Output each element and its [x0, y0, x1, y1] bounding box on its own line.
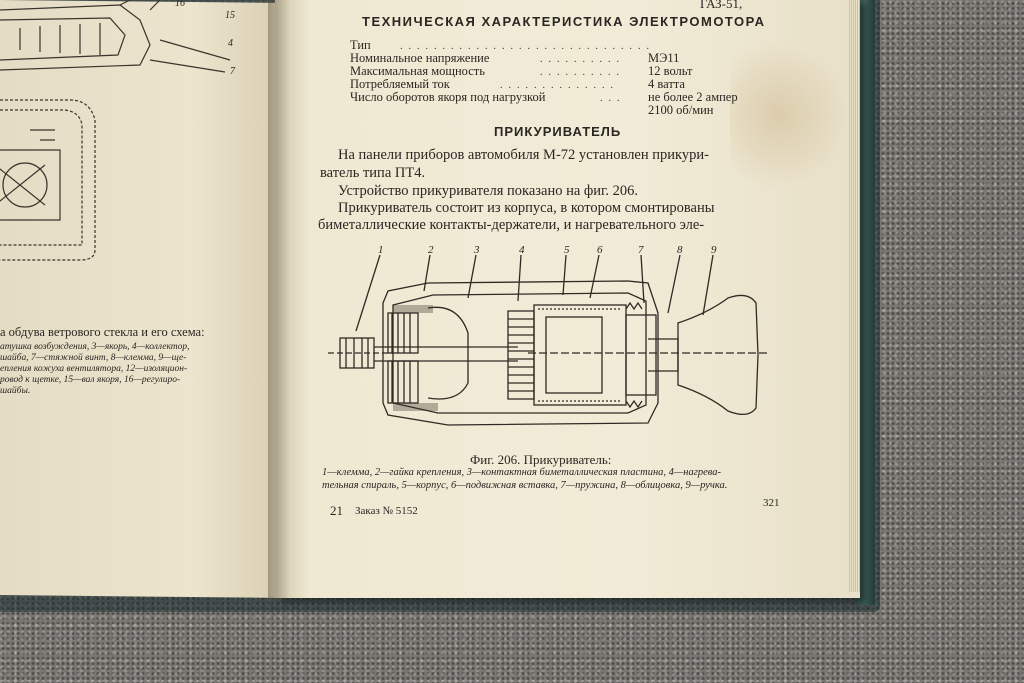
left-legend-line: ровод к щетке, 15—вал якоря, 16—регулиро… [0, 375, 181, 385]
spec-row-value: 12 вольт [648, 64, 693, 78]
left-legend-line: атушка возбуждения, 3—якорь, 4—коллектор… [0, 342, 190, 352]
page-stack-edge [848, 0, 860, 592]
figure-number: 8 [677, 244, 683, 256]
spec-row-label: Число оборотов якоря под нагрузкой [350, 90, 546, 104]
figure-number: 7 [638, 244, 644, 256]
left-page-diagram [0, 0, 231, 261]
spec-row-label: Потребляемый ток [350, 77, 450, 91]
figure-number: 1 [378, 244, 384, 256]
spec-row-value: МЭ11 [648, 51, 680, 65]
left-legend-line: шайба, 7—стяжной винт, 8—клемма, 9—ще- [0, 353, 187, 363]
spec-heading: ТЕХНИЧЕСКАЯ ХАРАКТЕРИСТИКА ЭЛЕКТРОМОТОРА [362, 14, 766, 29]
spec-row-value: не более 2 ампер [648, 90, 738, 104]
figure-number: 6 [597, 244, 603, 256]
spec-row-label: Максимальная мощность [350, 64, 485, 78]
paragraph-line: На панели приборов автомобиля М-72 устан… [338, 147, 709, 163]
spec-row-value: 2100 об/мин [648, 103, 714, 117]
svg-text:...: ... [600, 93, 626, 104]
right-page [275, 0, 860, 598]
left-figure-label: 7 [230, 66, 235, 77]
left-figure-label: 16 [175, 0, 185, 9]
book-cover-edge [855, 0, 875, 605]
figure-legend-line: 1—клемма, 2—гайка крепления, 3—контактна… [322, 467, 721, 478]
signature-number: 21 [330, 503, 343, 518]
paragraph-line: биметаллические контакты-держатели, и на… [318, 217, 705, 233]
figure-number: 9 [711, 244, 717, 256]
paragraph-line: ватель типа ПТ4. [320, 165, 426, 181]
svg-text:..........: .......... [540, 67, 625, 78]
section-heading: ПРИКУРИВАТЕЛЬ [494, 124, 622, 139]
figure-number: 5 [564, 244, 570, 256]
svg-text:..........: .......... [540, 54, 625, 65]
left-figure-label: 4 [228, 38, 233, 49]
left-legend-line: епления кожуха вентилятора, 12—изоляцион… [0, 364, 188, 374]
left-figure-label: 15 [225, 10, 235, 21]
lighter-cross-section-diagram [328, 254, 768, 426]
page-number: 321 [763, 497, 780, 509]
spec-row-label: Тип [350, 38, 371, 52]
top-text-fragment: ГАЗ-51, [700, 0, 743, 11]
spec-row-label: Номинальное напряжение [350, 51, 490, 65]
book-gutter [268, 0, 290, 600]
spec-leader-dots: ............................... ........… [400, 41, 650, 104]
left-figure-caption: а обдува ветрового стекла и его схема: [0, 325, 205, 339]
paragraph-line: Устройство прикуривателя показано на фиг… [338, 183, 638, 199]
figure-number: 2 [428, 244, 434, 256]
figure-number: 3 [474, 244, 480, 256]
water-stain [730, 40, 850, 190]
svg-text:..............: .............. [500, 80, 619, 91]
left-legend-line: шайбы. [0, 386, 31, 396]
spec-row-value: 4 ватта [648, 77, 685, 91]
figure-number: 4 [519, 244, 525, 256]
order-number: Заказ № 5152 [355, 505, 418, 517]
figure-legend-line: тельная спираль, 5—корпус, 6—подвижная в… [322, 480, 728, 491]
paragraph-line: Прикуриватель состоит из корпуса, в кото… [338, 200, 715, 216]
svg-text:..............................: ............................... [400, 41, 650, 52]
figure-caption: Фиг. 206. Прикуриватель: [470, 452, 612, 467]
